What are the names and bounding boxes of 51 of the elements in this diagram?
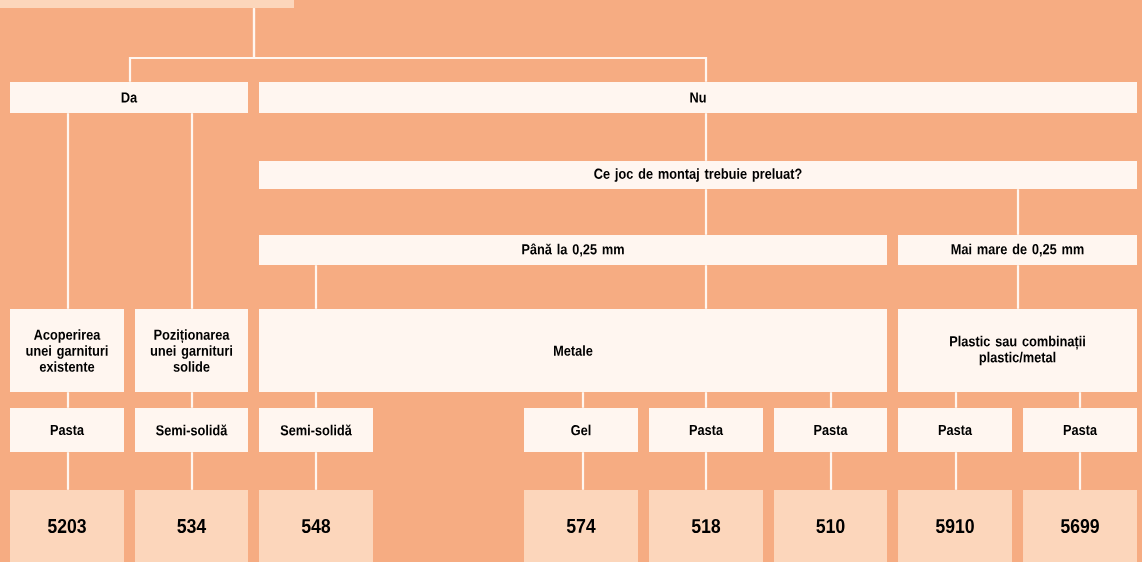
- product-box: 518: [649, 490, 763, 562]
- connector-line: [829, 452, 833, 490]
- decision-box: Nu: [259, 82, 1137, 113]
- connector-line: [704, 392, 708, 408]
- product-box: 5203: [10, 490, 124, 562]
- product-box: 510: [774, 490, 887, 562]
- product-box: 534: [135, 490, 248, 562]
- decision-box: Da: [10, 82, 248, 113]
- decision-box: Metale: [259, 309, 887, 392]
- connector-line: [1016, 265, 1020, 309]
- connector-line: [314, 452, 318, 490]
- connector-line: [1078, 392, 1082, 408]
- connector-line: [66, 113, 70, 309]
- connector-line: [314, 392, 318, 408]
- connector-line: [954, 452, 958, 490]
- connector-line: [581, 392, 585, 408]
- decision-box: Semi-solidă: [259, 408, 373, 452]
- connector-line: [190, 113, 194, 309]
- connector-line: [252, 8, 708, 82]
- header-box: [0, 0, 294, 8]
- product-box: 5910: [898, 490, 1012, 562]
- decision-box: Pasta: [649, 408, 763, 452]
- connector-line: [1016, 189, 1020, 235]
- decision-box: Acoperirea unei garnituri existente: [10, 309, 124, 392]
- product-box: 548: [259, 490, 373, 562]
- connector-line: [66, 392, 70, 408]
- decision-box: Semi-solidă: [135, 408, 248, 452]
- connector-line: [1078, 452, 1082, 490]
- connector-line: [704, 452, 708, 490]
- connector-line: [829, 392, 833, 408]
- decision-box: Până la 0,25 mm: [259, 235, 887, 265]
- decision-box: Gel: [524, 408, 638, 452]
- connector-line: [704, 113, 708, 161]
- connector-line: [704, 265, 708, 309]
- decision-box: Plastic sau combinații plastic/metal: [898, 309, 1137, 392]
- product-box: 574: [524, 490, 638, 562]
- decision-box: Ce joc de montaj trebuie preluat?: [259, 161, 1137, 189]
- connector-line: [704, 189, 708, 235]
- connector-line: [954, 392, 958, 408]
- decision-box: Pasta: [898, 408, 1012, 452]
- connector-line: [190, 392, 194, 408]
- connector-line: [66, 452, 70, 490]
- decision-box: Pasta: [10, 408, 124, 452]
- connector-line: [190, 452, 194, 490]
- decision-box: Poziționarea unei garnituri solide: [135, 309, 248, 392]
- product-box: 5699: [1023, 490, 1137, 562]
- connector-line: [314, 265, 318, 309]
- decision-box: Pasta: [1023, 408, 1137, 452]
- connector-line: [581, 452, 585, 490]
- decision-box: Mai mare de 0,25 mm: [898, 235, 1137, 265]
- decision-box: Pasta: [774, 408, 887, 452]
